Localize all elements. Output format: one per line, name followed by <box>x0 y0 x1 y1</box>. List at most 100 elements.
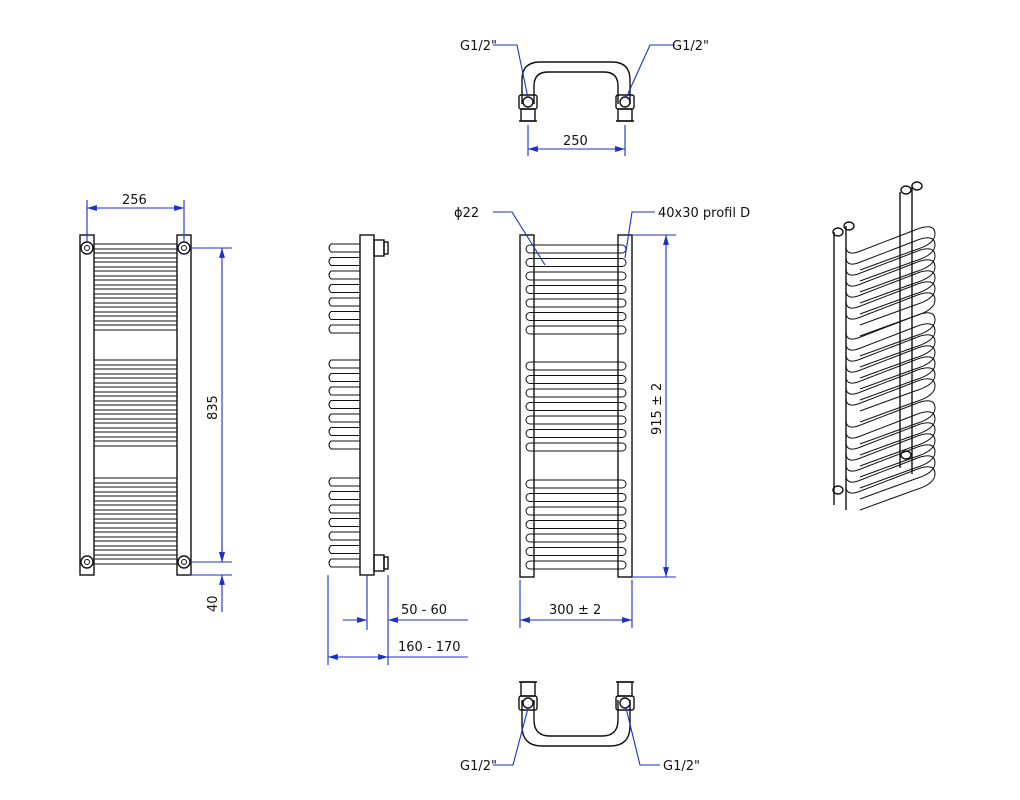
side-rung <box>328 386 360 396</box>
front-rung <box>93 504 178 511</box>
side-rung <box>328 440 360 450</box>
top-view: G1/2" G1/2" 250 <box>460 39 709 156</box>
side-rung <box>328 270 360 280</box>
overall-height-label: 915 ± 2 <box>650 383 665 435</box>
iso-loop <box>845 312 936 357</box>
rear-rung <box>525 298 627 308</box>
bottom-thread-right-label: G1/2" <box>663 759 700 774</box>
front-rung <box>93 395 178 402</box>
front-rungs <box>93 243 178 565</box>
iso-loops <box>845 226 936 511</box>
isometric-view <box>832 181 936 511</box>
rear-rungs <box>525 244 627 570</box>
iso-loop <box>845 281 936 326</box>
bottom-thread-left-label: G1/2" <box>460 759 497 774</box>
side-rung <box>328 427 360 436</box>
side-view: 50 - 60 160 - 170 <box>327 234 468 665</box>
side-rung <box>328 477 360 487</box>
rear-rung <box>525 312 627 321</box>
front-rung <box>93 270 178 277</box>
top-thread-right-label: G1/2" <box>672 39 709 54</box>
iso-loop <box>845 226 936 271</box>
front-rung <box>93 324 178 331</box>
side-rung <box>328 531 360 541</box>
iso-loop <box>845 356 936 401</box>
top-thread-left-label: G1/2" <box>460 39 497 54</box>
front-rung <box>93 558 178 565</box>
front-rung <box>93 404 178 411</box>
rear-rung <box>525 244 627 254</box>
side-rung <box>328 284 360 293</box>
rear-rung <box>525 325 627 335</box>
side-rung <box>328 558 360 568</box>
iso-loop <box>845 270 936 315</box>
wall-offset-label: 50 - 60 <box>401 603 447 618</box>
front-rung <box>93 486 178 493</box>
top-spacing-label: 250 <box>563 134 588 149</box>
side-rung <box>328 518 360 527</box>
rear-rung <box>525 560 627 570</box>
iso-loop <box>845 378 936 423</box>
front-rung <box>93 315 178 322</box>
iso-loop <box>845 455 936 500</box>
front-rung <box>93 359 178 366</box>
front-rung <box>93 368 178 375</box>
iso-loop <box>845 400 936 445</box>
rear-rung <box>525 520 627 529</box>
front-rung <box>93 288 178 295</box>
side-rung <box>328 297 360 307</box>
rear-rung <box>525 506 627 516</box>
front-rung <box>93 279 178 286</box>
rear-rung <box>525 493 627 502</box>
front-rung <box>93 243 178 250</box>
side-rung <box>328 311 360 320</box>
tube-diameter-label: ϕ22 <box>454 206 479 221</box>
overall-width-label: 300 ± 2 <box>549 603 601 618</box>
side-rung <box>328 545 360 554</box>
front-rung <box>93 413 178 420</box>
front-rung <box>93 440 178 447</box>
iso-loop <box>845 433 936 478</box>
iso-loop <box>845 292 936 337</box>
side-rung <box>328 359 360 369</box>
iso-loop <box>845 237 936 282</box>
bottom-view: G1/2" G1/2" <box>460 681 700 774</box>
iso-loop <box>845 323 936 368</box>
side-rung <box>328 504 360 514</box>
rear-rung <box>525 388 627 398</box>
front-rung <box>93 540 178 547</box>
front-rung <box>93 522 178 529</box>
front-rung <box>93 261 178 268</box>
rear-rung <box>525 271 627 281</box>
front-rung <box>93 513 178 520</box>
front-height-label: 835 <box>206 395 221 420</box>
iso-loop <box>845 367 936 412</box>
total-depth-label: 160 - 170 <box>398 640 461 655</box>
side-rung <box>328 373 360 382</box>
front-rung <box>93 422 178 429</box>
rear-rung <box>525 361 627 371</box>
profile-label: 40x30 profil D <box>658 206 750 221</box>
rear-rung <box>525 479 627 489</box>
rear-rung <box>525 415 627 425</box>
front-rung <box>93 252 178 259</box>
side-rung <box>328 243 360 253</box>
front-rung <box>93 377 178 384</box>
rear-rung <box>525 285 627 294</box>
side-rung <box>328 400 360 409</box>
rear-rung <box>525 533 627 543</box>
iso-loop <box>845 466 936 511</box>
side-rungs <box>328 243 360 568</box>
front-rung <box>93 477 178 484</box>
rear-rung <box>525 402 627 411</box>
front-rung <box>93 297 178 304</box>
side-rung <box>328 257 360 266</box>
rear-rung <box>525 375 627 384</box>
front-rung <box>93 431 178 438</box>
iso-loop <box>845 334 936 379</box>
front-rung <box>93 531 178 538</box>
side-rung <box>328 413 360 423</box>
front-view: 256 835 40 <box>79 193 232 612</box>
